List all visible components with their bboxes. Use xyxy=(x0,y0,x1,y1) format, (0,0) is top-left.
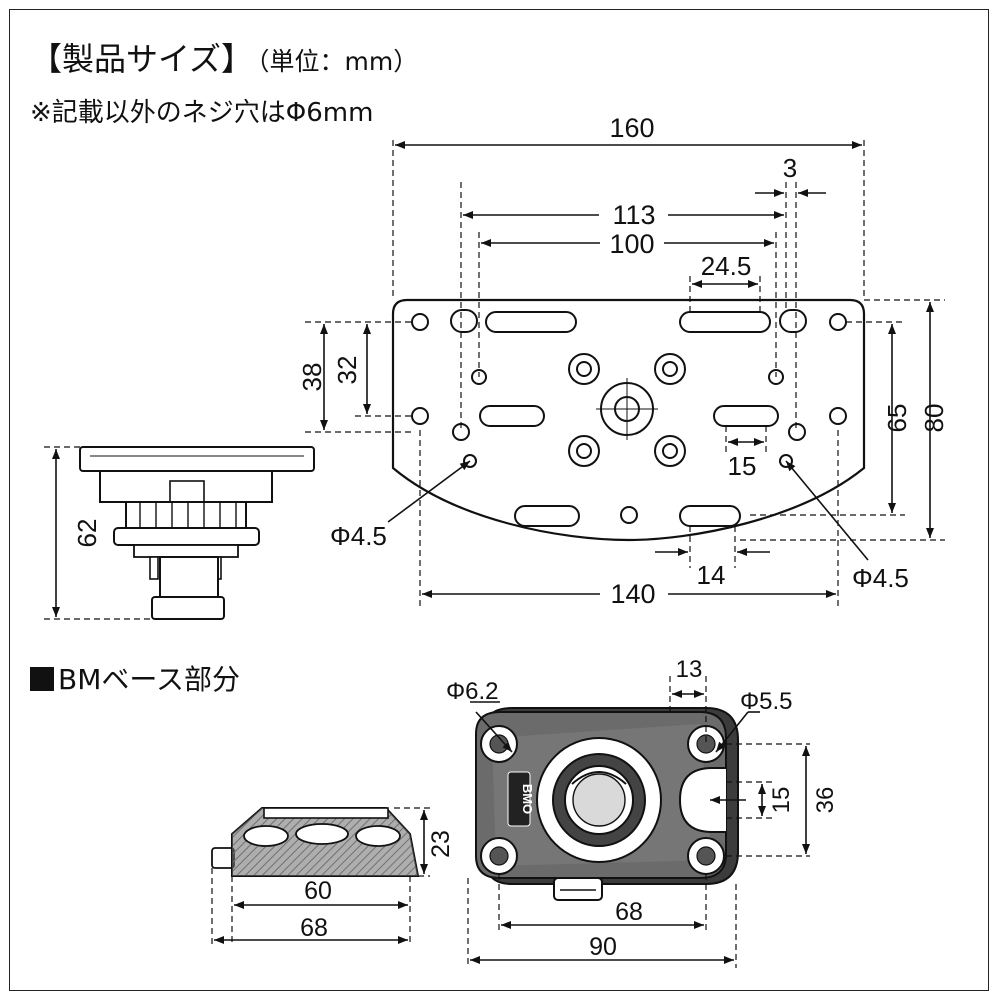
page-title: 【製品サイズ】（単位：mm） xyxy=(30,34,418,80)
dim-80: 80 xyxy=(919,404,949,433)
hole xyxy=(829,407,847,425)
slot xyxy=(485,311,577,333)
phi-4-5-left: Φ4.5 xyxy=(330,521,387,551)
mount-plate-top-view: 160 113 100 3 24.5 15 14 140 38 32 65 80… xyxy=(297,113,949,610)
title-text: 【製品サイズ】 xyxy=(30,40,254,78)
dim-90: 90 xyxy=(589,933,617,961)
dim-65: 65 xyxy=(882,404,912,433)
bmo-logo xyxy=(507,771,531,827)
side-base xyxy=(151,596,225,620)
dim-24-5: 24.5 xyxy=(701,251,752,281)
side-plate xyxy=(79,446,315,472)
slot xyxy=(713,405,779,427)
hole xyxy=(620,506,638,524)
dim-15-bm: 15 xyxy=(768,787,795,814)
phi-6-2: Φ6.2 xyxy=(446,678,499,705)
slot xyxy=(514,505,580,527)
bm-base-top-view: BMO xyxy=(446,656,839,968)
hole xyxy=(788,423,806,441)
side-flange xyxy=(113,527,260,546)
dim-68-side: 68 xyxy=(300,914,328,942)
hole xyxy=(411,407,429,425)
dim-14: 14 xyxy=(697,560,726,590)
dim-113: 113 xyxy=(612,200,655,230)
section-title: BMベース部分 xyxy=(30,658,240,698)
side-cap xyxy=(169,480,205,503)
section-title-text: BMベース部分 xyxy=(58,663,240,696)
bm-base-side-view: 23 60 68 xyxy=(211,807,455,946)
side-ring xyxy=(125,501,247,529)
hole xyxy=(829,313,847,331)
bolt-boss xyxy=(576,443,592,459)
phi-5-5: Φ5.5 xyxy=(740,688,793,715)
slot-short xyxy=(779,309,807,333)
dim-32: 32 xyxy=(332,356,362,385)
dim-38: 38 xyxy=(297,363,327,392)
slot-short xyxy=(450,309,478,333)
unit-text: （単位：mm） xyxy=(257,47,419,76)
slot xyxy=(679,311,771,333)
side-neck xyxy=(133,544,239,558)
dim-160: 160 xyxy=(609,113,654,143)
bm-slot-cutout xyxy=(678,767,726,833)
slot xyxy=(679,505,741,527)
bolt-boss xyxy=(662,361,678,377)
hole xyxy=(411,313,429,331)
side-post xyxy=(159,556,219,598)
dim-13: 13 xyxy=(676,656,703,683)
drawing-frame xyxy=(9,9,989,991)
dim-100: 100 xyxy=(609,229,654,259)
phi-4-5-right: Φ4.5 xyxy=(852,563,909,593)
bm-side-nub xyxy=(211,847,235,869)
dim-68-top: 68 xyxy=(615,898,643,926)
dim-140: 140 xyxy=(610,579,655,609)
screw-note: ※記載以外のネジ穴はΦ6mm xyxy=(30,98,374,128)
dim-23: 23 xyxy=(427,830,455,858)
dim-3: 3 xyxy=(783,153,797,183)
mount-side-view: 62 xyxy=(44,446,315,620)
bolt-boss xyxy=(662,443,678,459)
bmo-logo-text: BMO xyxy=(520,784,535,814)
dim-60: 60 xyxy=(304,877,332,905)
dim-62: 62 xyxy=(72,519,102,548)
bm-latch xyxy=(553,877,603,901)
dim-15: 15 xyxy=(728,451,757,481)
slot xyxy=(479,405,545,427)
dim-36: 36 xyxy=(812,787,839,814)
bullet-square-icon xyxy=(30,667,54,691)
bolt-boss xyxy=(576,361,592,377)
